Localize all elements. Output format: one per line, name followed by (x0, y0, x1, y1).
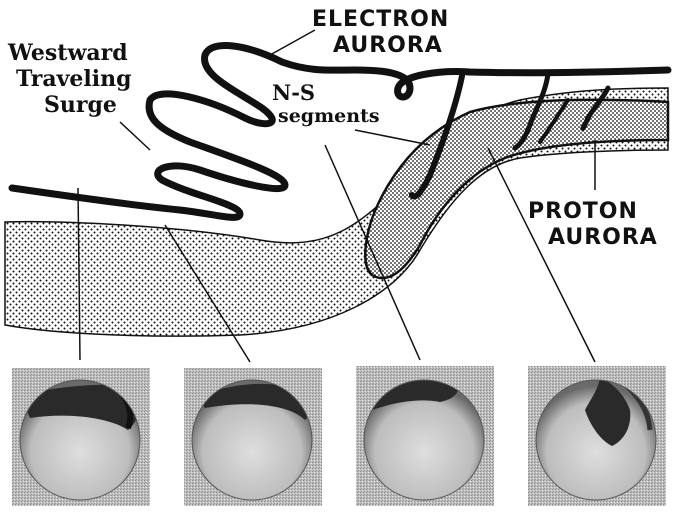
label-aurora-electron: AURORA (333, 33, 443, 58)
label-electron: ELECTRON (312, 7, 449, 32)
all-sky-photo-1 (12, 368, 150, 506)
label-proton: PROTON (528, 199, 638, 224)
label-aurora-proton: AURORA (548, 225, 658, 250)
pointer-photo-4 (488, 148, 595, 362)
label-traveling: Traveling (16, 66, 132, 92)
all-sky-photo-2 (184, 368, 322, 506)
overlap-region (365, 100, 668, 278)
label-westward: Westward (7, 40, 128, 66)
label-surge: Surge (44, 92, 117, 118)
label-ns: N-S (272, 80, 315, 105)
all-sky-photo-4 (528, 366, 666, 506)
pointer-photo-1 (78, 188, 80, 360)
label-segments: segments (278, 105, 380, 127)
all-sky-photo-3 (356, 366, 494, 506)
leader-electron-aurora (270, 30, 315, 55)
leader-ns-segments (355, 130, 430, 145)
leader-westward-surge (120, 122, 150, 150)
